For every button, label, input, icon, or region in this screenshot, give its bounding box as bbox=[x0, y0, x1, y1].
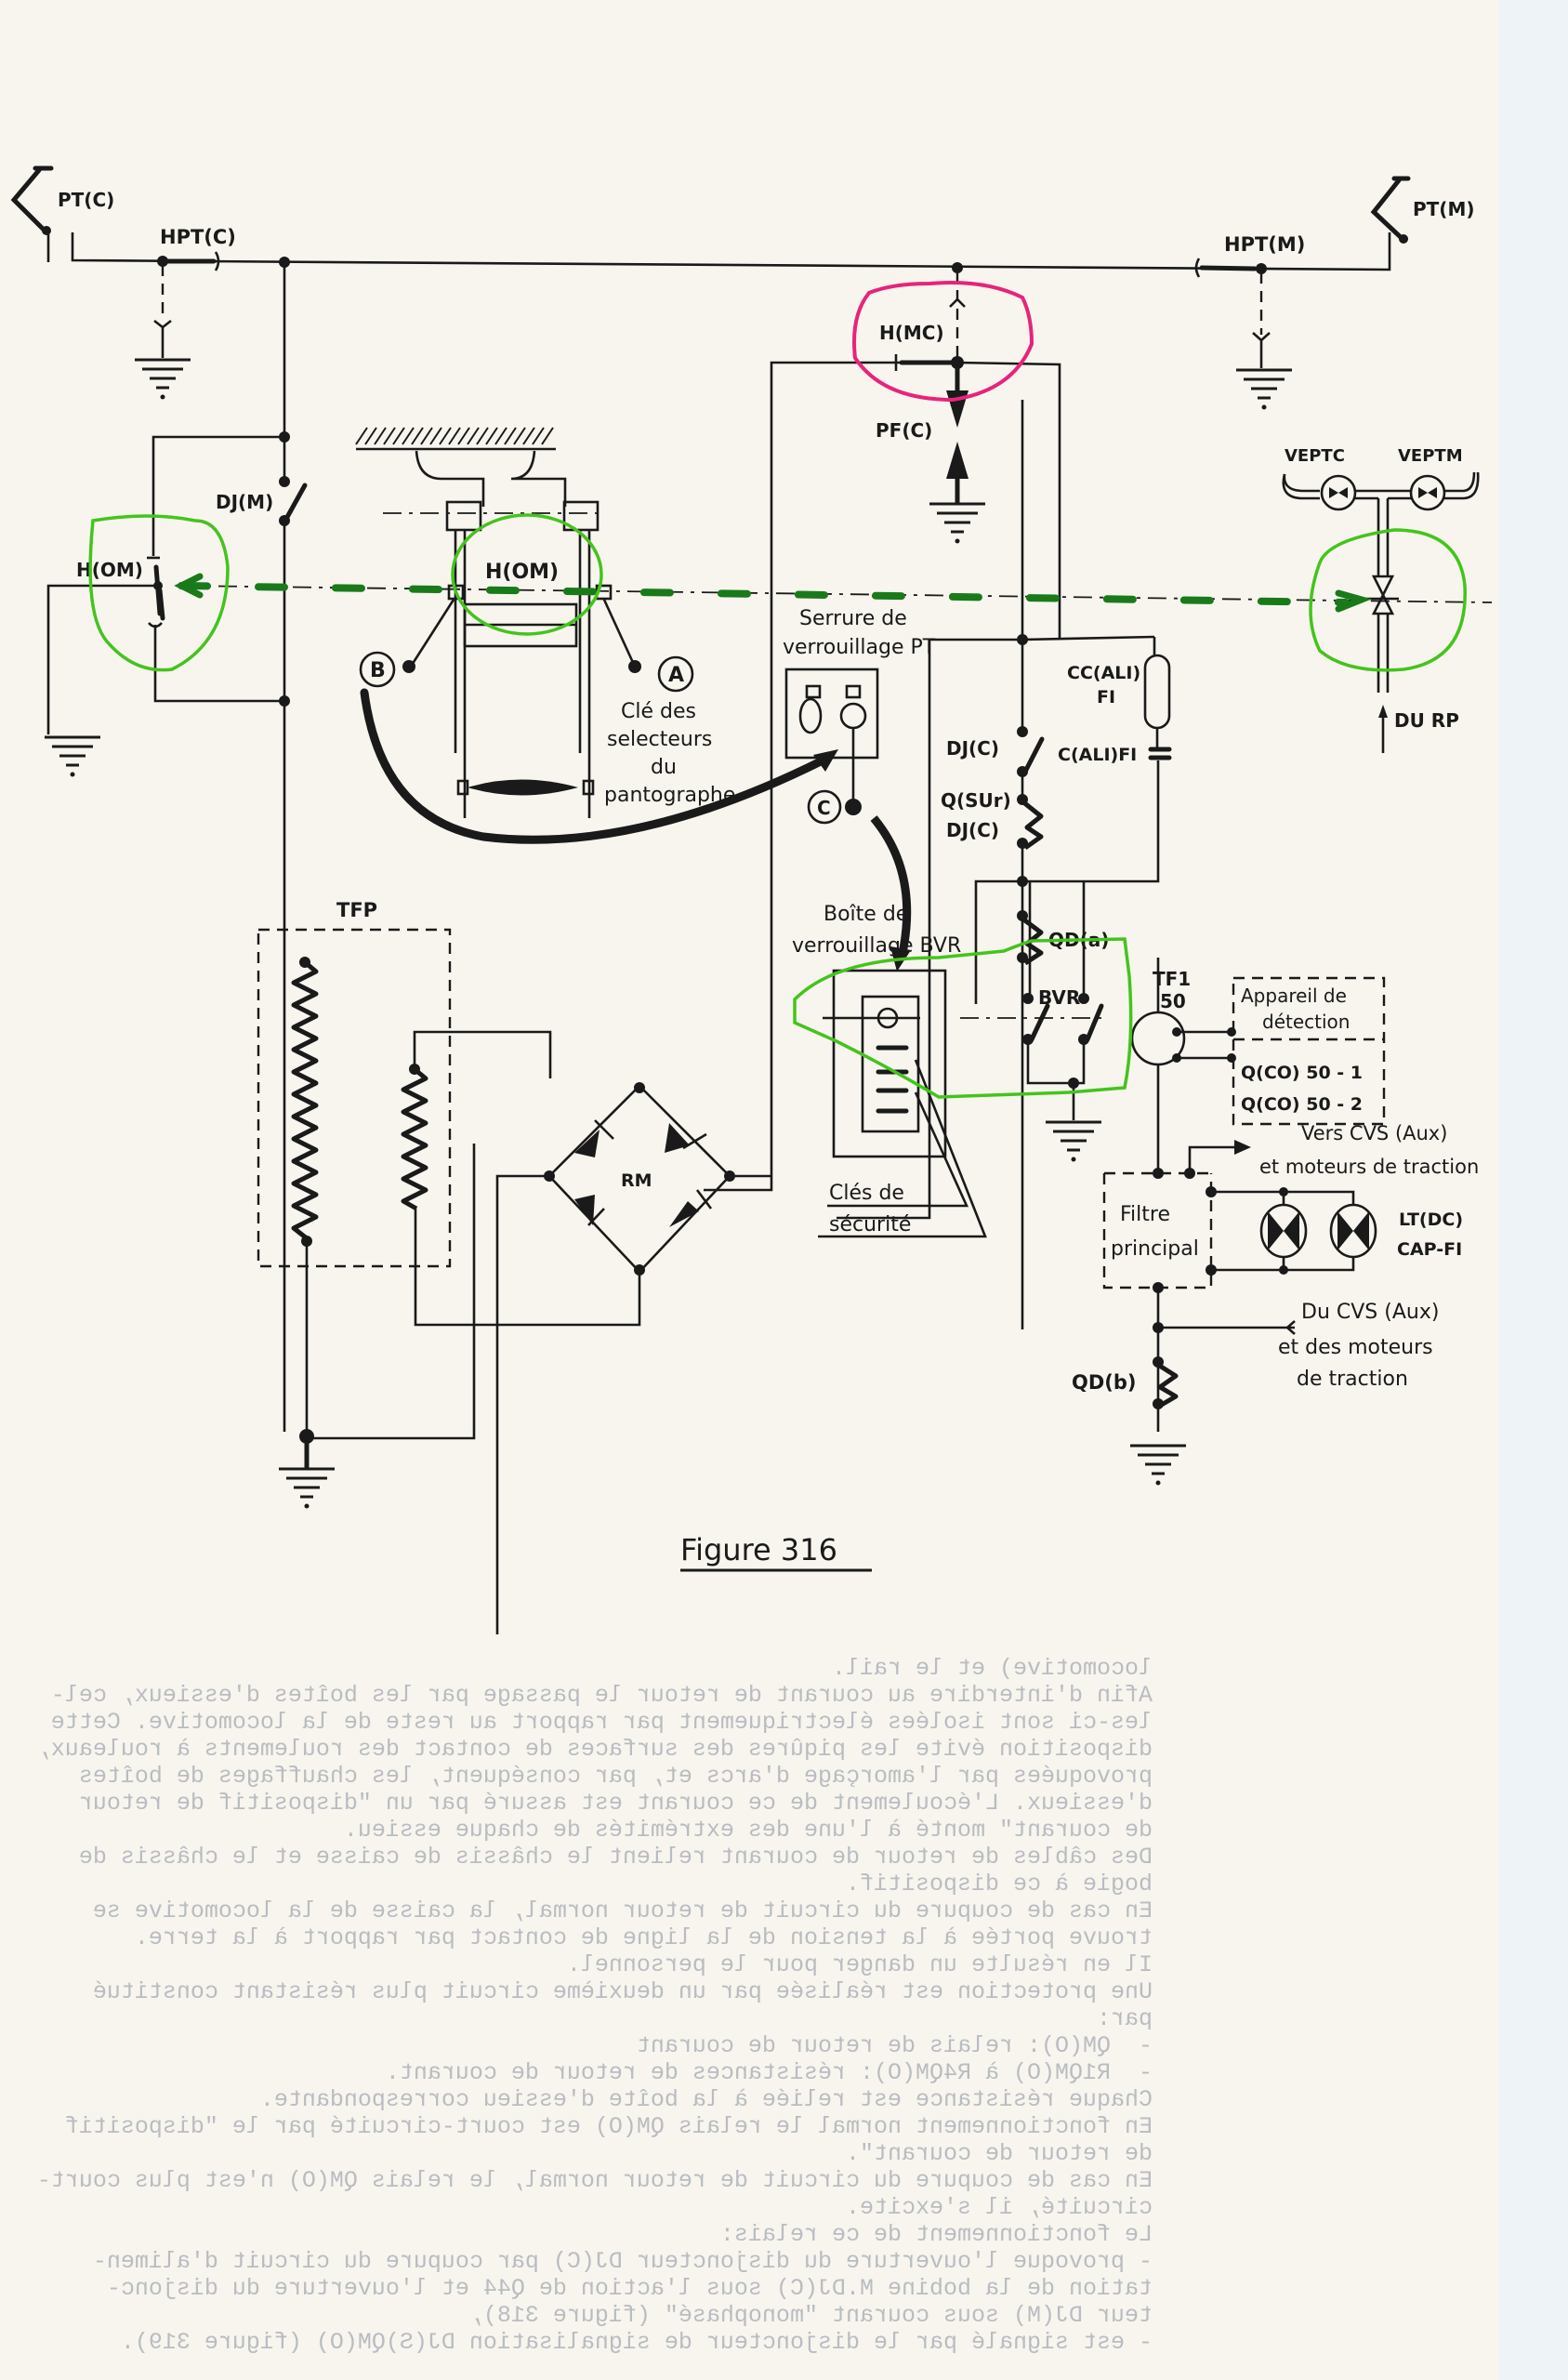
key-b: B bbox=[359, 651, 396, 688]
label-q-sur: Q(SUr) bbox=[941, 789, 1011, 812]
pantograph-pt-m: PT(M) bbox=[1370, 176, 1474, 244]
label-du-rp: DU RP bbox=[1394, 709, 1459, 732]
ground-symbol bbox=[43, 735, 102, 778]
label-veptm: VEPTM bbox=[1398, 446, 1463, 466]
top-bus bbox=[71, 232, 1391, 278]
label-appareil: Appareil de détection bbox=[1241, 985, 1352, 1033]
label-cle-selecteurs: Clé des selecteurs du pantographe bbox=[604, 700, 735, 807]
ground-symbol bbox=[1044, 1120, 1103, 1163]
label-vers-cvs: Vers CVS (Aux) et moteurs de traction bbox=[1259, 1122, 1479, 1178]
key-b-label: B bbox=[370, 659, 386, 682]
label-pf-c: PF(C) bbox=[876, 419, 932, 442]
bvr-switches: BVR bbox=[960, 881, 1106, 1163]
label-pt-c: PT(C) bbox=[58, 189, 114, 211]
key-path-arrow bbox=[360, 688, 827, 844]
label-c-ali: C(ALI)FI bbox=[1058, 745, 1137, 765]
label-h-om-center: H(OM) bbox=[485, 561, 559, 584]
label-dj-m: DJ(M) bbox=[216, 491, 273, 513]
key-a-label: A bbox=[668, 664, 684, 687]
h-mc-branch: H(MC) PF(C) bbox=[704, 271, 1061, 1192]
cc-ali-fi: CC(ALI) FI C(ALI)FI bbox=[1022, 637, 1172, 883]
boite-verrouillage-bvr: Boîte de verrouillage BVR Clés de sécuri… bbox=[792, 903, 987, 1238]
label-serrure-line2: verrouillage PT bbox=[783, 636, 936, 659]
label-h-mc: H(MC) bbox=[879, 322, 944, 344]
label-filtre: Filtre principal bbox=[1111, 1203, 1199, 1261]
label-cc-ali: CC(ALI) FI bbox=[1067, 663, 1147, 707]
annotation-green-circles bbox=[88, 513, 1467, 1099]
label-bvr: BVR bbox=[1038, 986, 1080, 1009]
label-serrure: Serrure de bbox=[799, 607, 907, 630]
transformer-tfp: TFP bbox=[257, 899, 641, 1510]
key-c-label: C bbox=[817, 797, 831, 819]
label-h-om-left: H(OM) bbox=[76, 559, 143, 581]
label-dj-c-switch: DJ(C) bbox=[946, 737, 999, 760]
circuit-diagram: PT(C) HPT(C) PT(M) HPT(M) DJ(M) bbox=[10, 165, 1493, 1634]
label-cles-securite: Clés de sécurité bbox=[829, 1182, 911, 1236]
ground-symbol bbox=[133, 358, 192, 401]
pantograph-selector-mechanism: H(OM) bbox=[355, 427, 641, 818]
label-hpt-m: HPT(M) bbox=[1224, 233, 1305, 256]
figure-caption-text: Figure 316 bbox=[680, 1532, 837, 1567]
serrure-verrouillage-pt: Serrure de verrouillage PT C bbox=[783, 607, 936, 825]
label-veptc: VEPTC bbox=[1285, 446, 1345, 466]
annotation-green-dashes bbox=[174, 573, 1372, 613]
label-hpt-c: HPT(C) bbox=[160, 226, 236, 248]
label-tfp: TFP bbox=[336, 899, 377, 921]
key-c-arrow bbox=[870, 815, 912, 959]
figure-caption: Figure 316 bbox=[680, 1532, 872, 1572]
label-q-co-2: Q(CO) 50 - 2 bbox=[1241, 1094, 1363, 1115]
switch-h-om-left: H(OM) bbox=[43, 539, 284, 778]
label-rm: RM bbox=[621, 1170, 652, 1191]
mechanical-link-line bbox=[180, 585, 1493, 603]
label-boite-bvr: Boîte de verrouillage BVR bbox=[792, 903, 961, 958]
label-qd-b: QD(b) bbox=[1072, 1371, 1137, 1394]
rectifier-rm: RM bbox=[495, 1082, 771, 1634]
ground-symbol bbox=[1234, 368, 1294, 411]
key-a: A bbox=[657, 655, 694, 693]
annotation-pink-circle bbox=[852, 281, 1034, 403]
ground-symbol bbox=[1128, 1444, 1188, 1487]
label-lt-dc: LT(DC) CAP-FI bbox=[1397, 1210, 1469, 1260]
label-q-co-1: Q(CO) 50 - 1 bbox=[1241, 1063, 1363, 1083]
ground-symbol bbox=[928, 502, 987, 545]
label-pt-m: PT(M) bbox=[1413, 198, 1474, 220]
tf1-detection: TF1 50 Appareil de détection Q(CO) 50 - … bbox=[1130, 968, 1386, 1126]
label-du-cvs: Du CVS (Aux) et des moteurs de traction bbox=[1278, 1301, 1445, 1391]
filter-and-lamps: Vers CVS (Aux) et moteurs de traction Fi… bbox=[1072, 958, 1479, 1487]
pantograph-pt-c: PT(C) bbox=[10, 165, 114, 262]
label-dj-c-coil: DJ(C) bbox=[946, 819, 999, 841]
dj-c-branch: DJ(C) Q(SUr) DJ(C) QD(a) bbox=[837, 400, 1155, 1329]
dj-m-branch: DJ(M) bbox=[152, 262, 308, 1432]
pneumatic-valves: VEPTC VEPTM DU RP bbox=[1282, 446, 1480, 753]
ground-symbol bbox=[277, 1467, 336, 1510]
